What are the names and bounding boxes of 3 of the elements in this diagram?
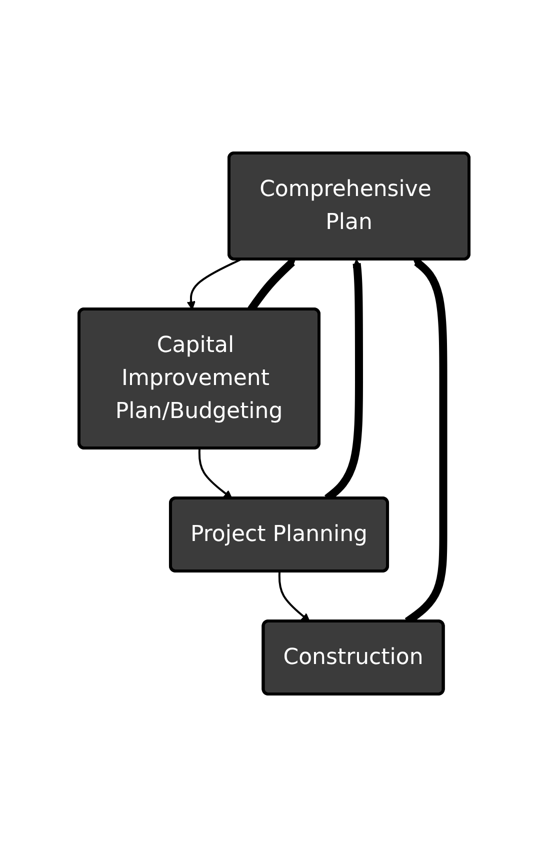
arrow (198, 448, 232, 498)
arrow (186, 258, 241, 310)
arrow (278, 570, 310, 622)
